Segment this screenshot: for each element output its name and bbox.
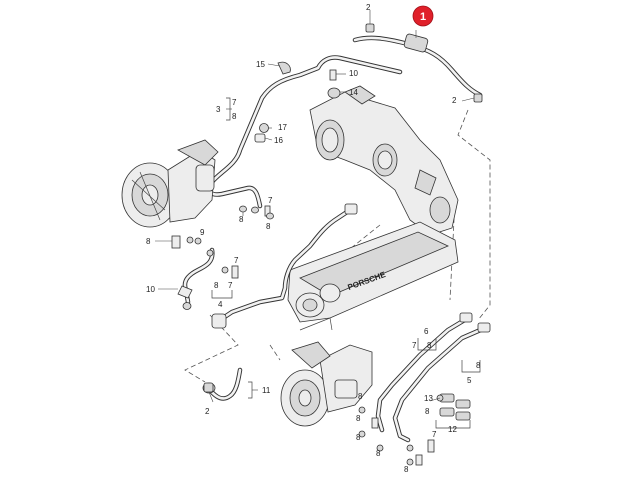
label-10-left: 10: [146, 285, 155, 294]
label-8-j: 8: [356, 433, 361, 442]
bracket-clamps: [439, 393, 471, 421]
label-7-d: 7: [228, 281, 233, 290]
label-7-a: 7: [232, 98, 237, 107]
leader-lines: [155, 10, 475, 403]
label-2-right: 2: [452, 96, 457, 105]
label-8-i: 8: [356, 414, 361, 423]
cylinder-head: PORSCHE: [287, 221, 459, 331]
label-7-c: 7: [234, 256, 239, 265]
group-brackets: [211, 97, 481, 429]
label-8-e: 8: [214, 281, 219, 290]
label-8-l: 8: [376, 449, 381, 458]
label-7-f: 7: [432, 430, 437, 439]
label-14: 14: [349, 88, 358, 97]
label-4: 4: [218, 300, 223, 309]
part-number-labels: 2 15 10 14 2 3 7 8 17 16 7 8 8 9 8 7 10 …: [146, 3, 481, 474]
label-2-bottom: 2: [205, 407, 210, 416]
fastener-hardware: [171, 23, 483, 466]
coolant-pipe-middle: [211, 203, 358, 329]
label-11: 11: [262, 386, 271, 395]
label-10-top: 10: [349, 69, 358, 78]
oil-lines-part-5-6: [375, 312, 491, 443]
label-15: 15: [256, 60, 265, 69]
coolant-hose-part-1: [352, 30, 483, 98]
label-3: 3: [216, 105, 221, 114]
label-17: 17: [278, 123, 287, 132]
label-9: 9: [200, 228, 205, 237]
label-7-e: 7: [412, 341, 417, 350]
lower-turbocharger: [280, 341, 373, 427]
dashed-routing-lines: [184, 109, 491, 383]
oil-line-part-3: [206, 55, 403, 209]
label-8-h: 8: [358, 392, 363, 401]
callout-number: 1: [420, 11, 426, 23]
label-7-b: 7: [268, 196, 273, 205]
upper-turbocharger: [121, 139, 219, 228]
label-8-b: 8: [239, 215, 244, 224]
label-13: 13: [424, 394, 433, 403]
label-8-d: 8: [146, 237, 151, 246]
intake-manifold: [309, 85, 459, 236]
label-6: 6: [424, 327, 429, 336]
label-8-c: 8: [266, 222, 271, 231]
label-12: 12: [448, 425, 457, 434]
callout-part-1[interactable]: 1: [412, 5, 434, 27]
label-8-g: 8: [476, 361, 481, 370]
label-8-f: 8: [427, 341, 432, 350]
label-2-top: 2: [366, 3, 371, 12]
label-8-m: 8: [404, 465, 409, 474]
label-16: 16: [274, 136, 283, 145]
label-8-a: 8: [232, 112, 237, 121]
oil-line-part-4: [182, 247, 215, 305]
label-5: 5: [467, 376, 472, 385]
label-8-k: 8: [425, 407, 430, 416]
